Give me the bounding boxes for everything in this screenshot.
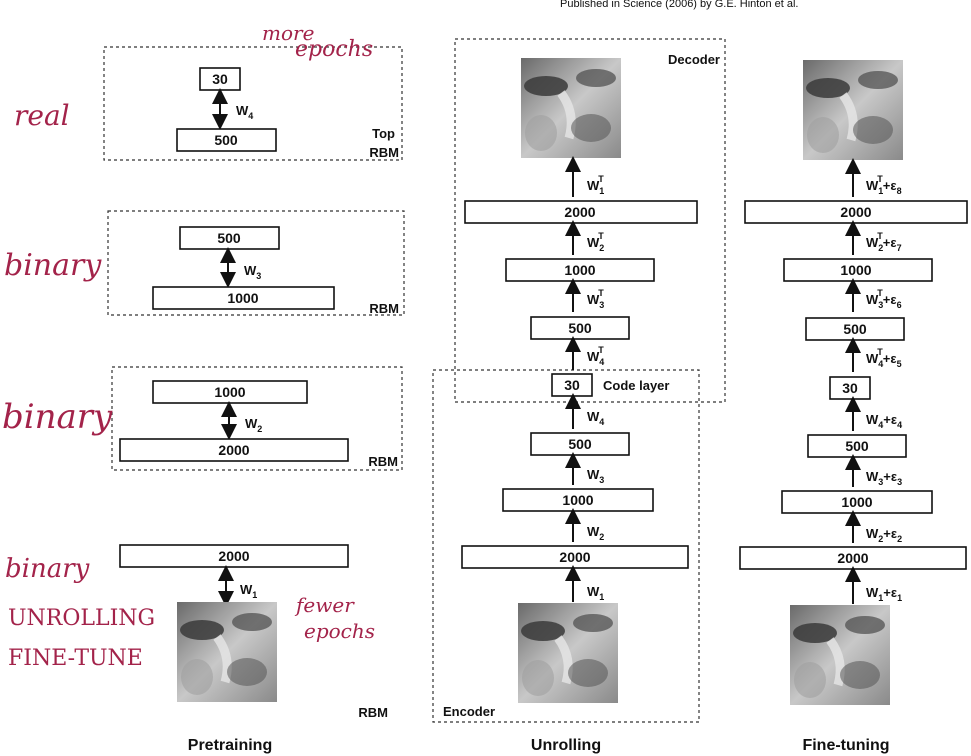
- layer-size: 1000: [562, 492, 593, 508]
- rbm-label: RBM: [368, 454, 398, 469]
- encoder-label: Encoder: [443, 704, 495, 719]
- handwritten-finetune: FINE-TUNE: [8, 646, 143, 671]
- layer-size: 1000: [564, 262, 595, 278]
- layer-size: 500: [214, 132, 238, 148]
- weight-label: W1+ε1: [866, 585, 902, 603]
- decoder-label: Decoder: [668, 52, 720, 67]
- title-pretraining: Pretraining: [188, 737, 272, 754]
- face-image: [521, 58, 621, 158]
- layer-box: [464, 200, 698, 224]
- weight-label: W4T: [587, 345, 604, 367]
- handwritten-epochs: epochs: [295, 37, 373, 62]
- layer-size: 2000: [559, 549, 590, 565]
- handwritten-binary-2: binary: [2, 397, 113, 437]
- handwritten-binary-3: binary: [5, 554, 90, 584]
- handwritten-real: real: [14, 99, 70, 132]
- layer-size: 1000: [840, 262, 871, 278]
- face-image: [803, 60, 903, 160]
- title-finetuning: Fine-tuning: [802, 737, 889, 754]
- handwritten-fewer: fewer: [294, 593, 355, 617]
- handwritten-unrolling: UNROLLING: [8, 606, 155, 631]
- layer-box: [152, 286, 335, 310]
- weight-label: W1: [240, 582, 257, 600]
- handwritten-fewer-epochs: epochs: [304, 619, 375, 643]
- face-image: [177, 602, 277, 702]
- weight-label: W4: [236, 103, 253, 121]
- layer-size: 2000: [840, 204, 871, 220]
- layer-size: 2000: [218, 548, 249, 564]
- layer-box: [119, 544, 349, 568]
- layer-box: [176, 128, 277, 152]
- weight-label: W4+ε4: [866, 412, 902, 430]
- weight-label: W3: [587, 467, 604, 485]
- rbm-label: RBM: [358, 705, 388, 720]
- title-unrolling: Unrolling: [531, 737, 601, 754]
- rbm-label: RBM: [369, 301, 399, 316]
- rbm3-frame: [107, 210, 405, 316]
- layer-box: [119, 438, 349, 462]
- layer-size: 500: [843, 321, 867, 337]
- weight-label: W2T: [587, 231, 604, 253]
- layer-size: 1000: [841, 494, 872, 510]
- code-layer-label: Code layer: [603, 378, 669, 393]
- rbm2-frame: [111, 366, 403, 471]
- layer-size: 30: [212, 71, 228, 87]
- weight-label: W4T+ε5: [866, 347, 902, 369]
- encoder-frame: [432, 369, 700, 723]
- weight-label: W1T+ε8: [866, 174, 902, 196]
- weight-label: W1: [587, 584, 604, 602]
- header-fragment: Published in Science (2006) by G.E. Hint…: [560, 0, 798, 10]
- handwritten-more: more: [262, 21, 314, 45]
- layer-size: 500: [568, 436, 592, 452]
- weight-label: W3: [244, 263, 261, 281]
- layer-size: 1000: [214, 384, 245, 400]
- layer-size: 30: [842, 380, 858, 396]
- weight-label: W3+ε3: [866, 469, 902, 487]
- layer-size: 2000: [837, 550, 868, 566]
- weight-label: W2: [587, 524, 604, 542]
- layer-size: 1000: [227, 290, 258, 306]
- handwritten-binary-1: binary: [4, 248, 102, 283]
- weight-label: W3T: [587, 288, 604, 310]
- layer-size: 30: [564, 377, 580, 393]
- layer-size: 500: [568, 320, 592, 336]
- decoder-frame: [454, 38, 726, 403]
- weight-label: W3T+ε6: [866, 288, 902, 310]
- weight-label: W2: [245, 416, 262, 434]
- top-label: Top: [372, 126, 395, 141]
- weight-label: W4: [587, 409, 604, 427]
- top-rbm-frame: [103, 46, 403, 161]
- weight-label: W2T+ε7: [866, 231, 902, 253]
- layer-size: 2000: [218, 442, 249, 458]
- layer-size: 500: [845, 438, 869, 454]
- weight-label: W1T: [587, 174, 604, 196]
- layer-size: 500: [217, 230, 241, 246]
- layer-size: 2000: [564, 204, 595, 220]
- face-image: [518, 603, 618, 703]
- face-image: [790, 605, 890, 705]
- rbm-label: RBM: [369, 145, 399, 160]
- weight-label: W2+ε2: [866, 526, 902, 544]
